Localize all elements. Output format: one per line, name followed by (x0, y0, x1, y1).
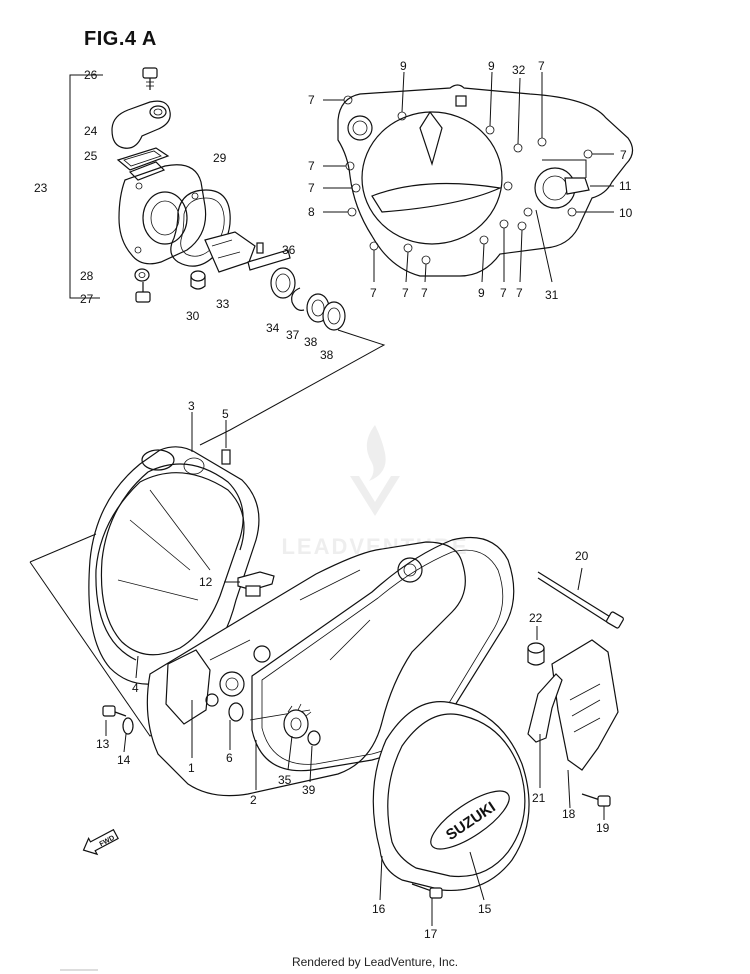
gasket-25 (116, 147, 170, 171)
dowel-5 (221, 449, 231, 465)
bush-30 (190, 270, 206, 290)
callout-38b: 38 (320, 348, 334, 362)
washer-39 (307, 730, 321, 746)
callout-7j: 7 (516, 286, 523, 300)
callout-20: 20 (575, 549, 589, 563)
callout-39: 39 (302, 783, 316, 797)
callout-labels: 26 24 25 23 29 36 28 27 30 33 34 37 38 3… (34, 59, 633, 941)
callout-16: 16 (372, 902, 386, 916)
figure-title: FIG.4 A (84, 28, 157, 50)
callout-7a: 7 (538, 59, 545, 73)
pin-36 (256, 242, 264, 254)
callout-1: 1 (188, 761, 195, 775)
callout-8: 8 (308, 205, 315, 219)
callout-38a: 38 (304, 335, 318, 349)
callout-29: 29 (213, 151, 227, 165)
callout-25: 25 (84, 149, 98, 163)
bush-6 (228, 702, 244, 722)
crankcase-assembly: SUZUKI (29, 412, 624, 926)
outlet-elbow-24 (111, 100, 171, 149)
impeller-shaft-33 (204, 231, 291, 273)
callout-34: 34 (266, 321, 280, 335)
inner-cover-assembly (323, 71, 634, 283)
callout-2: 2 (250, 793, 257, 807)
callout-18: 18 (562, 807, 576, 821)
render-credit: Rendered by LeadVenture, Inc. (291, 955, 459, 969)
callout-9c: 9 (478, 286, 485, 300)
callout-31: 31 (545, 288, 559, 302)
callout-7g: 7 (402, 286, 409, 300)
callout-7i: 7 (500, 286, 507, 300)
callout-7b: 7 (308, 93, 315, 107)
bolt-26 (142, 67, 158, 90)
fwd-arrow: FWD (82, 828, 119, 856)
callout-6: 6 (226, 751, 233, 765)
washer-14 (122, 717, 134, 735)
callout-15: 15 (478, 902, 492, 916)
callout-26: 26 (84, 68, 98, 82)
callout-32: 32 (512, 63, 526, 77)
pump-housing-23 (118, 161, 207, 265)
watermark-logo: LEADVENTURE (281, 425, 467, 559)
gear-35 (283, 703, 312, 739)
callout-28: 28 (80, 269, 94, 283)
callout-14: 14 (117, 753, 131, 767)
callout-33: 33 (216, 297, 230, 311)
callout-13: 13 (96, 737, 110, 751)
callout-9b: 9 (488, 59, 495, 73)
callout-11: 11 (619, 179, 632, 193)
circlip-37 (291, 287, 305, 311)
callout-24: 24 (84, 124, 98, 138)
callout-30: 30 (186, 309, 200, 323)
callout-4: 4 (132, 681, 139, 695)
callout-5: 5 (222, 407, 229, 421)
callout-23: 23 (34, 181, 48, 195)
callout-10: 10 (619, 206, 633, 220)
callout-12: 12 (199, 575, 213, 589)
callout-17: 17 (424, 927, 438, 941)
long-bolt-20 (537, 571, 624, 629)
bolt-13 (102, 705, 127, 717)
bolt-27 (135, 282, 151, 303)
callout-35: 35 (278, 773, 292, 787)
callout-36: 36 (282, 243, 296, 257)
callout-7d: 7 (308, 181, 315, 195)
callout-19: 19 (596, 821, 610, 835)
bearing-34 (270, 267, 296, 299)
callout-21: 21 (532, 791, 546, 805)
callout-7h: 7 (421, 286, 428, 300)
water-pump-assembly (69, 67, 386, 446)
callout-7c: 7 (308, 159, 315, 173)
callout-7f: 7 (370, 286, 377, 300)
bolt-17 (411, 883, 443, 899)
seal-38b (322, 301, 346, 331)
callout-9a: 9 (400, 59, 407, 73)
bush-22 (527, 642, 545, 666)
callout-7e: 7 (620, 148, 627, 162)
callout-37: 37 (286, 328, 300, 342)
plate-21 (527, 673, 563, 743)
magneto-cover-15: SUZUKI (372, 701, 530, 892)
callout-3: 3 (188, 399, 195, 413)
bolt-19 (581, 793, 611, 807)
sprocket-guard-18 (551, 639, 619, 771)
callout-27: 27 (80, 292, 94, 306)
oil-filler-cap-12 (237, 571, 275, 597)
callout-22: 22 (529, 611, 543, 625)
washer-28 (134, 268, 150, 282)
